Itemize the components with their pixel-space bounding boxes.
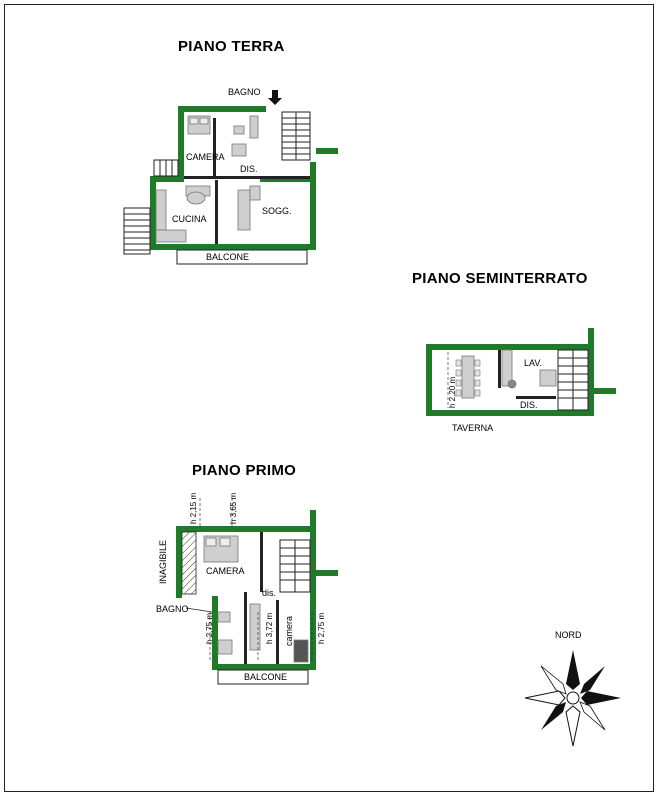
- first-height-1: h 2,15 m: [189, 493, 198, 524]
- ground-floor-plan: BAGNO CAMERA DIS. CUCINA SOGG. BALCONE: [123, 87, 338, 265]
- first-floor-title: PIANO PRIMO: [192, 462, 297, 479]
- compass-rose-icon: [524, 650, 621, 747]
- basement-table: [455, 355, 481, 399]
- first-camera-label: CAMERA: [206, 566, 245, 576]
- first-bagno-leader: [185, 607, 213, 613]
- first-small-camera-label: camera: [284, 616, 294, 646]
- ground-dis-label: DIS.: [240, 164, 258, 174]
- ground-balcone-label: BALCONE: [206, 252, 249, 262]
- basement-height-label: h 2,20 m: [448, 377, 457, 408]
- ground-bagno-label: BAGNO: [228, 87, 261, 97]
- first-height-5: h 2,75 m: [317, 613, 326, 644]
- first-floor-plan: h 2,15 m h 3,65 m INAGIBILE CAMERA dis. …: [156, 493, 338, 685]
- basement-lav-label: LAV.: [524, 358, 542, 368]
- first-inagibile-zone: [181, 531, 197, 595]
- first-height-4: h 3,72 m: [265, 613, 274, 644]
- ground-cucina-label: CUCINA: [172, 214, 207, 224]
- first-dim-lines: [199, 498, 313, 660]
- basement-walls: [426, 328, 616, 416]
- ground-stair-right: [281, 111, 311, 161]
- ground-furniture: [155, 115, 261, 243]
- first-balcony-outline: [217, 669, 309, 685]
- basement-taverna-label: TAVERNA: [452, 423, 493, 433]
- basement-furniture: [501, 349, 557, 389]
- compass-north-label: NORD: [555, 630, 582, 640]
- ground-stair-left: [123, 159, 179, 255]
- first-height-2: h 3,65 m: [229, 493, 238, 524]
- basement-plan: h 2,20 m LAV. DIS. TAVERNA: [426, 328, 616, 433]
- ground-balcony-outline: [176, 249, 308, 265]
- ground-floor-title: PIANO TERRA: [178, 38, 285, 55]
- first-balcone-label: BALCONE: [244, 672, 287, 682]
- first-stair: [279, 539, 311, 593]
- first-furniture: [203, 535, 309, 663]
- ground-sogg-label: SOGG.: [262, 206, 292, 216]
- ground-camera-label: CAMERA: [186, 152, 225, 162]
- basement-stair: [557, 349, 589, 411]
- basement-dis-label: DIS.: [520, 400, 538, 410]
- basement-floor-title: PIANO SEMINTERRATO: [412, 270, 588, 287]
- first-dis-label: dis.: [262, 588, 276, 598]
- entrance-arrow-icon: [268, 90, 282, 105]
- first-height-3: h 2,75 m: [205, 613, 214, 644]
- first-bagno-label: BAGNO: [156, 604, 189, 614]
- first-walls: [176, 510, 338, 670]
- ground-walls: [150, 106, 338, 250]
- first-inagibile-label: INAGIBILE: [158, 540, 168, 584]
